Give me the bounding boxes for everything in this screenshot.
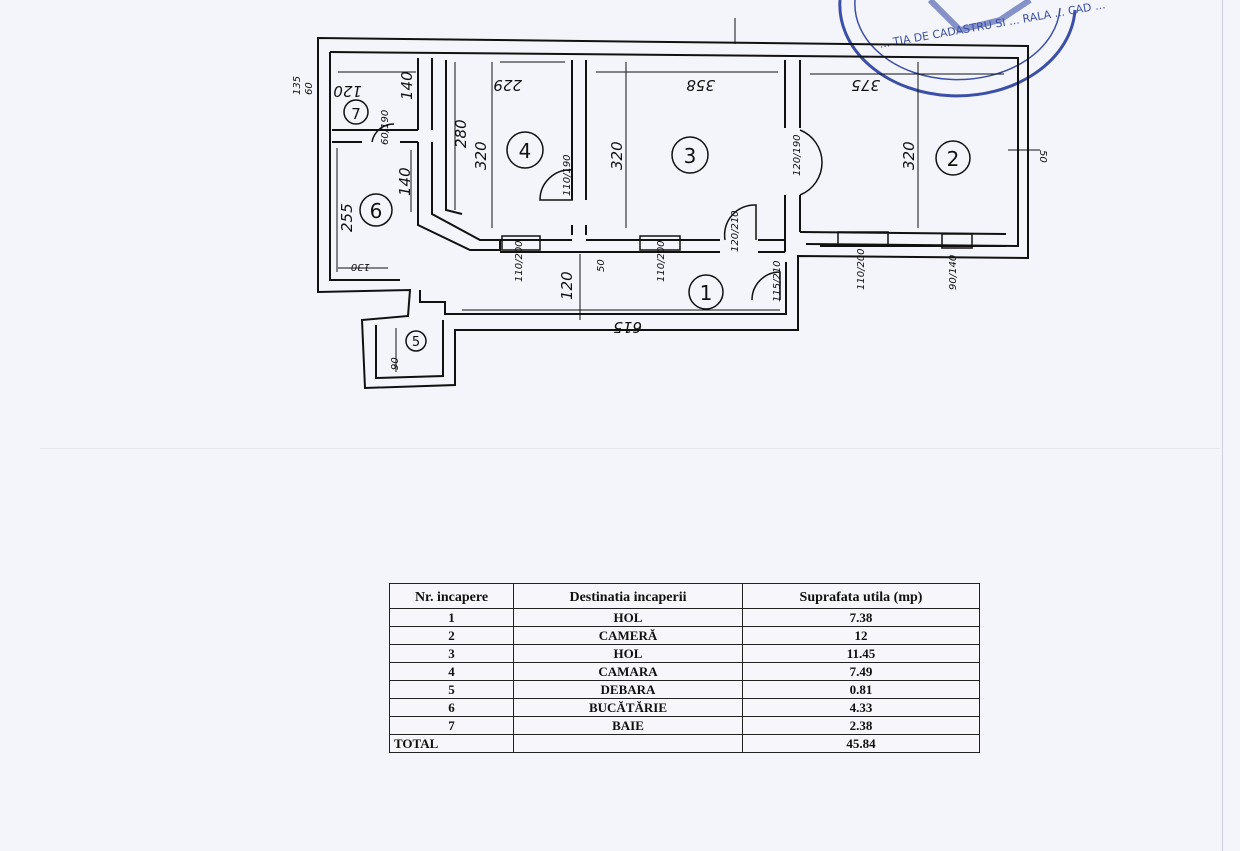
floor-plan: ... TIA DE CADASTRU SI ... RALA ... CAD … [292,0,1106,390]
table-row: 2 CAMERĂ 12 [389,626,980,645]
dim-window-4: 90/140 [948,255,959,290]
room-area-table: Nr. incapere Destinatia incaperii Supraf… [389,583,980,753]
dim-window-2: 110/200 [656,240,667,282]
windows [501,231,973,251]
dimension-labels: 120 140 135 60 60/190 229 280 320 110/19… [292,71,1048,370]
dim-r3-door: 120/210 [730,210,741,252]
dim-r1-wall: 50 [596,259,607,272]
cell-dest: HOL [513,644,743,663]
cell-nr: 4 [389,662,514,681]
cell-nr: 3 [389,644,514,663]
dim-r6-h: 255 [338,203,356,232]
cell-area: 7.38 [742,608,980,627]
dim-r6-diag: 140 [396,167,414,196]
cell-area: 2.38 [742,716,980,735]
dim-r7-left2: 60 [304,82,315,95]
dim-r6-bottom: 130 [351,261,370,272]
cell-area: 12 [742,626,980,645]
table-row: 4 CAMARA 7.49 [389,662,980,681]
dim-entry-door: 115/210 [772,260,783,302]
dimension-lines [336,18,1040,372]
cell-dest: HOL [513,608,743,627]
dim-r4-h1: 280 [452,119,470,148]
table-row: 1 HOL 7.38 [389,608,980,627]
dim-r2-right: 50 [1037,150,1048,163]
cell-dest: BUCĂTĂRIE [513,698,743,717]
dim-r5-w: 90 [390,357,401,370]
cell-nr: 2 [389,626,514,645]
dim-r1-w: 615 [613,318,642,336]
dim-r4-h2: 320 [472,141,490,170]
dim-r1-h: 120 [558,271,576,300]
table-row: 6 BUCĂTĂRIE 4.33 [389,698,980,717]
dim-r4-door: 110/190 [562,154,573,196]
cell-nr: 7 [389,716,514,735]
dim-r4-top: 229 [493,76,522,94]
table-header-row: Nr. incapere Destinatia incaperii Supraf… [389,583,980,609]
dim-r7-door: 60/190 [380,110,391,145]
cell-dest: DEBARA [513,680,743,699]
room-number-5: 5 [412,335,420,350]
table-total-row: TOTAL 45.84 [389,734,980,753]
dim-r2-top: 375 [851,76,880,94]
cell-dest: BAIE [513,716,743,735]
cell-nr: 1 [389,608,514,627]
dim-r7-right: 140 [398,71,416,100]
total-empty [513,734,743,753]
dim-r3-h: 320 [608,141,626,170]
table-row: 5 DEBARA 0.81 [389,680,980,699]
dim-r7-left: 135 [292,76,303,95]
cell-dest: CAMARA [513,662,743,681]
room-number-2: 2 [947,147,960,171]
dim-r2-door: 120/190 [792,134,803,176]
room-number-3: 3 [684,144,697,168]
cell-nr: 5 [389,680,514,699]
total-value: 45.84 [742,734,980,753]
table-row: 7 BAIE 2.38 [389,716,980,735]
cell-area: 7.49 [742,662,980,681]
cell-dest: CAMERĂ [513,626,743,645]
walls [317,36,1029,390]
room-numbers: 7 4 3 2 6 1 5 [351,105,959,350]
dim-r3-top: 358 [686,76,715,94]
room-number-1: 1 [700,281,713,305]
room-markers [343,99,971,352]
page-edge-line [1222,0,1223,851]
cell-nr: 6 [389,698,514,717]
room-number-7: 7 [351,105,361,123]
fold-line [40,448,1220,449]
table-row: 3 HOL 11.45 [389,644,980,663]
room-number-6: 6 [370,199,383,223]
dim-r2-h: 320 [900,141,918,170]
doors [371,123,823,301]
cell-area: 11.45 [742,644,980,663]
cell-area: 0.81 [742,680,980,699]
header-usable-area: Suprafata utila (mp) [742,583,980,609]
header-room-number: Nr. incapere [389,583,514,609]
room-number-4: 4 [519,139,532,163]
cell-area: 4.33 [742,698,980,717]
total-label: TOTAL [389,734,514,753]
header-room-destination: Destinatia incaperii [513,583,743,609]
dim-r7-top: 120 [333,82,362,100]
dim-window-1: 110/200 [514,240,525,282]
dim-window-3: 110/200 [856,248,867,290]
